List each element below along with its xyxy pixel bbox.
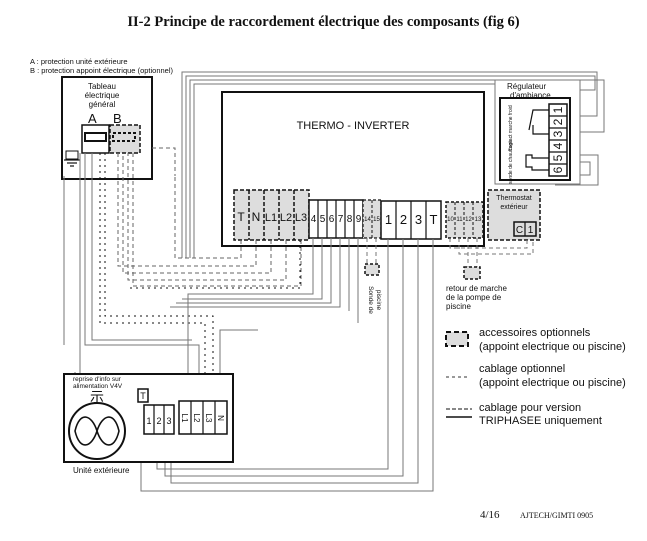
- legend-optional-wiring-2: (appoint electrique ou piscine): [479, 377, 626, 389]
- legend-three-phase-2: TRIPHASEE uniquement: [479, 415, 602, 427]
- breaker-b-label: B: [113, 111, 122, 126]
- wire-reg-5: [555, 154, 599, 186]
- fan-icon: [74, 416, 120, 446]
- note-protection-b: B : protection appoint électrique (optio…: [30, 66, 174, 75]
- tableau-label-2: électrique: [84, 91, 120, 100]
- page-title: II-2 Principe de raccordement électrique…: [127, 14, 520, 30]
- terminal-N: N: [252, 210, 261, 224]
- thermostat-label-1: Thermostat: [496, 195, 531, 202]
- terminal-T: T: [237, 210, 245, 224]
- terminal-big-2: 2: [400, 212, 407, 227]
- outdoor-terminals-123: [143, 404, 175, 435]
- sonde-piscine-label-2: piscine: [375, 290, 382, 311]
- thermo-inverter-label: THERMO - INVERTER: [297, 120, 410, 132]
- unite-exterieure-label: Unité extérieure: [73, 466, 130, 475]
- outdoor-terminal-L1: L1: [180, 414, 189, 423]
- outdoor-terminal-T-box: [137, 388, 149, 403]
- sonde-chauffage-label: sonde de chauffage: [508, 140, 514, 184]
- page-number: 4/16: [480, 509, 500, 521]
- tableau-label-1: Tableau: [87, 82, 117, 91]
- terminal-big-T: T: [430, 212, 438, 227]
- retour-pompe-line-2: de la pompe de: [446, 293, 502, 302]
- legend-optional-accessory-symbol: [445, 331, 469, 347]
- outdoor-terminal-N: N: [216, 415, 225, 421]
- thermostat-terminal-C: C: [516, 225, 523, 236]
- outdoor-terminal-3: 3: [166, 416, 171, 426]
- breaker-b-switch: [112, 132, 136, 142]
- terminal-L1: L1: [265, 212, 277, 224]
- legend-optional-accessories-2: (appoint electrique ou piscine): [479, 341, 626, 353]
- terminal-L3: L3: [295, 212, 307, 224]
- retour-pompe-line-1: retour de marche: [446, 284, 507, 293]
- three-phase-wiring: [99, 153, 301, 400]
- reg-terminal-5: 5: [551, 154, 565, 161]
- reg-terminal-1: 1: [551, 106, 565, 113]
- pump-return-contact: [463, 266, 481, 280]
- terminal-12: 12: [465, 217, 472, 223]
- thermo-big-terminals: 1 2 3 T: [380, 200, 442, 240]
- terminal-11: 11: [456, 217, 463, 223]
- thermo-aux-terminals: 10 11 12 13: [445, 201, 484, 239]
- sonde-piscine-probe: [364, 263, 380, 276]
- note-protection-a: A : protection unité extérieure: [30, 57, 128, 66]
- thermo-pool-terminals: 14 15: [362, 199, 382, 239]
- v4v-info-2: alimentation V4V: [73, 383, 123, 390]
- sonde-piscine-label-1: Sonde de: [367, 286, 374, 314]
- terminal-14: 14: [364, 217, 371, 223]
- legend-optional-wiring-1: cablage optionnel: [479, 363, 566, 375]
- v4v-info-1: reprise d'info sur: [73, 376, 121, 383]
- legend-optional-accessories-1: accessoires optionnels: [479, 327, 591, 339]
- terminal-L2: L2: [280, 212, 292, 224]
- reg-terminal-2: 2: [551, 118, 565, 125]
- retour-pompe-line-3: piscine: [446, 302, 471, 311]
- optional-wiring: [117, 147, 302, 287]
- breaker-a-label: A: [88, 111, 97, 126]
- v4v-valve-icon: ⽰: [90, 389, 104, 405]
- terminal-4: 4: [311, 214, 317, 225]
- terminal-15: 15: [373, 217, 380, 223]
- terminal-9: 9: [356, 214, 362, 225]
- wire-reg-3: [189, 79, 605, 258]
- sonde-chauffage-symbol: [525, 154, 549, 171]
- earth-block: [65, 150, 79, 160]
- terminal-13: 13: [475, 217, 482, 223]
- document-ref: AJTECH/GIMTI 0905: [520, 511, 594, 520]
- terminal-big-3: 3: [415, 212, 422, 227]
- terminal-5: 5: [320, 214, 326, 225]
- thermostat-terminal-1: 1: [528, 225, 534, 236]
- outdoor-terminal-L2: L2: [192, 414, 201, 423]
- thermostat-label-2: extérieur: [500, 204, 528, 211]
- terminal-8: 8: [347, 214, 353, 225]
- wire-reg-1: [181, 71, 598, 258]
- reg-terminal-4: 4: [551, 142, 565, 149]
- breaker-a-switch: [84, 132, 107, 142]
- contact-switch: [528, 109, 549, 131]
- regulateur-label-2: d'ambiance: [510, 91, 551, 100]
- terminal-big-1: 1: [385, 212, 392, 227]
- tableau-label-3: général: [88, 100, 116, 109]
- terminal-7: 7: [338, 214, 344, 225]
- legend-three-phase-1: cablage pour version: [479, 402, 582, 414]
- terminal-10: 10: [447, 217, 454, 223]
- regulateur-label-1: Régulateur: [507, 82, 547, 91]
- contact-label: contact marche froid: [508, 105, 514, 151]
- outdoor-terminal-1: 1: [146, 416, 151, 426]
- reg-terminal-3: 3: [551, 130, 565, 137]
- thermo-optional-terminals: T N L1 L2 L3: [233, 189, 310, 241]
- outdoor-terminal-L3: L3: [204, 414, 213, 423]
- wire-reg-2: [185, 75, 596, 258]
- thermo-terminals-4-9: 4 5 6 7 8 9: [308, 199, 364, 239]
- outdoor-terminal-2: 2: [156, 416, 161, 426]
- reg-terminal-6: 6: [551, 166, 565, 173]
- outdoor-terminal-T: T: [140, 391, 146, 401]
- terminal-6: 6: [329, 214, 335, 225]
